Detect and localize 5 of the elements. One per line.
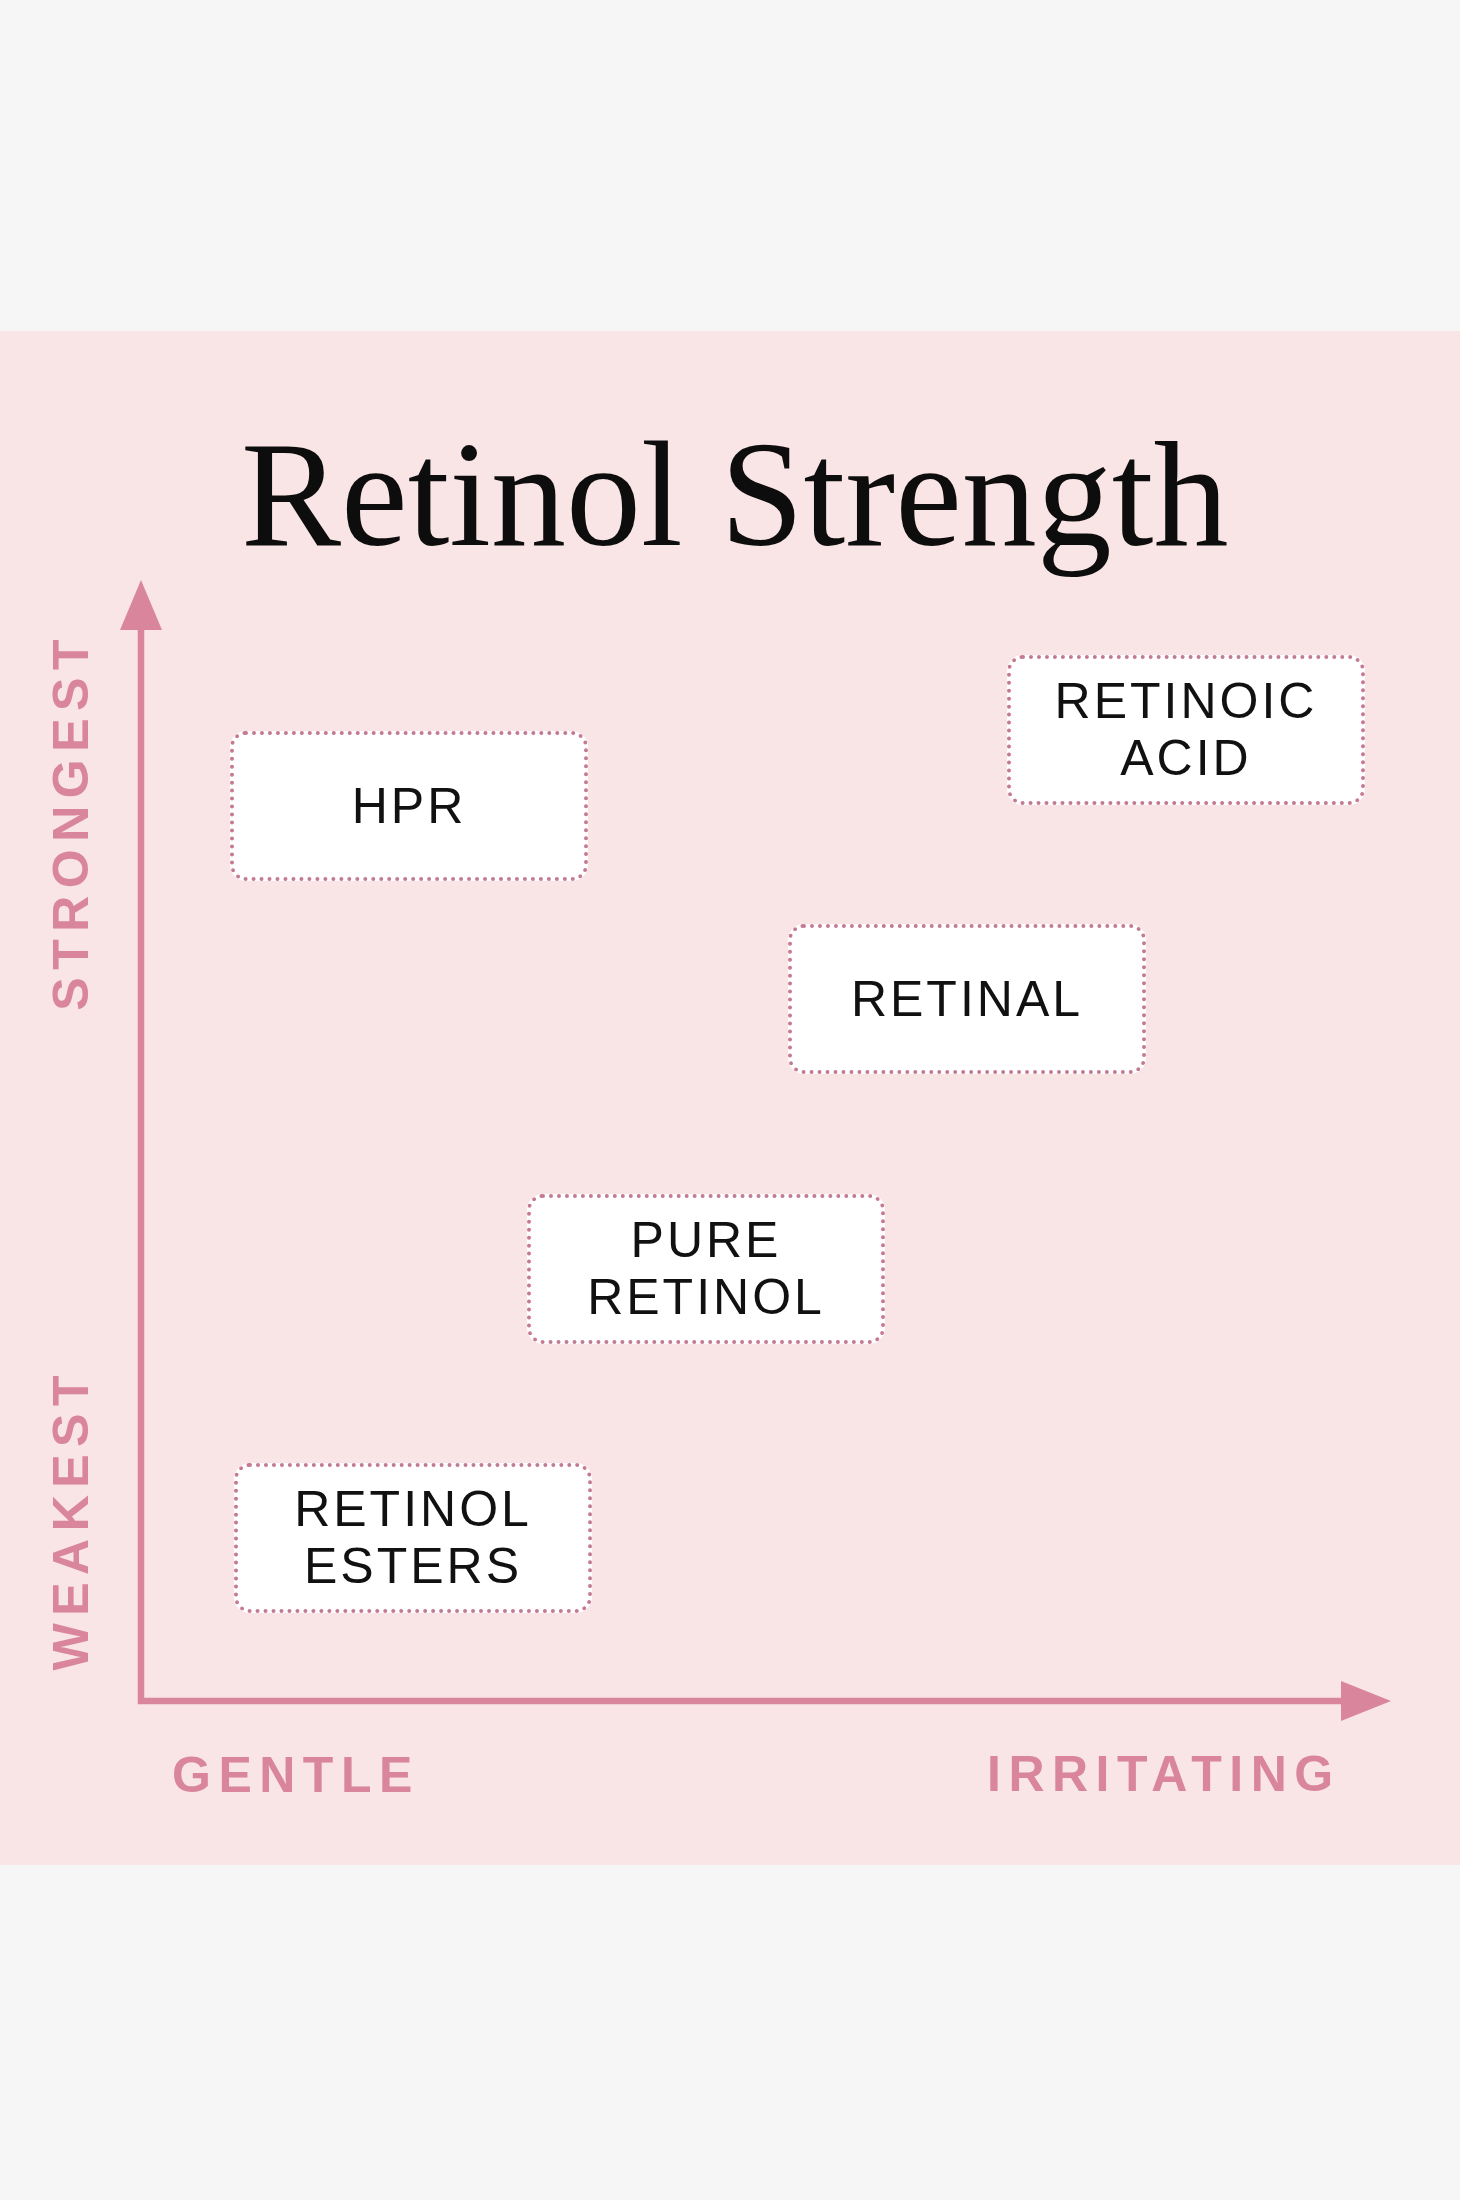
axis-label: IRRITATING xyxy=(987,1749,1341,1799)
axis-label: GENTLE xyxy=(172,1750,420,1800)
axis-label: STRONGEST xyxy=(46,632,96,1011)
axis-label: WEAKEST xyxy=(46,1368,96,1671)
chart-title: Retinol Strength xyxy=(241,410,1229,579)
